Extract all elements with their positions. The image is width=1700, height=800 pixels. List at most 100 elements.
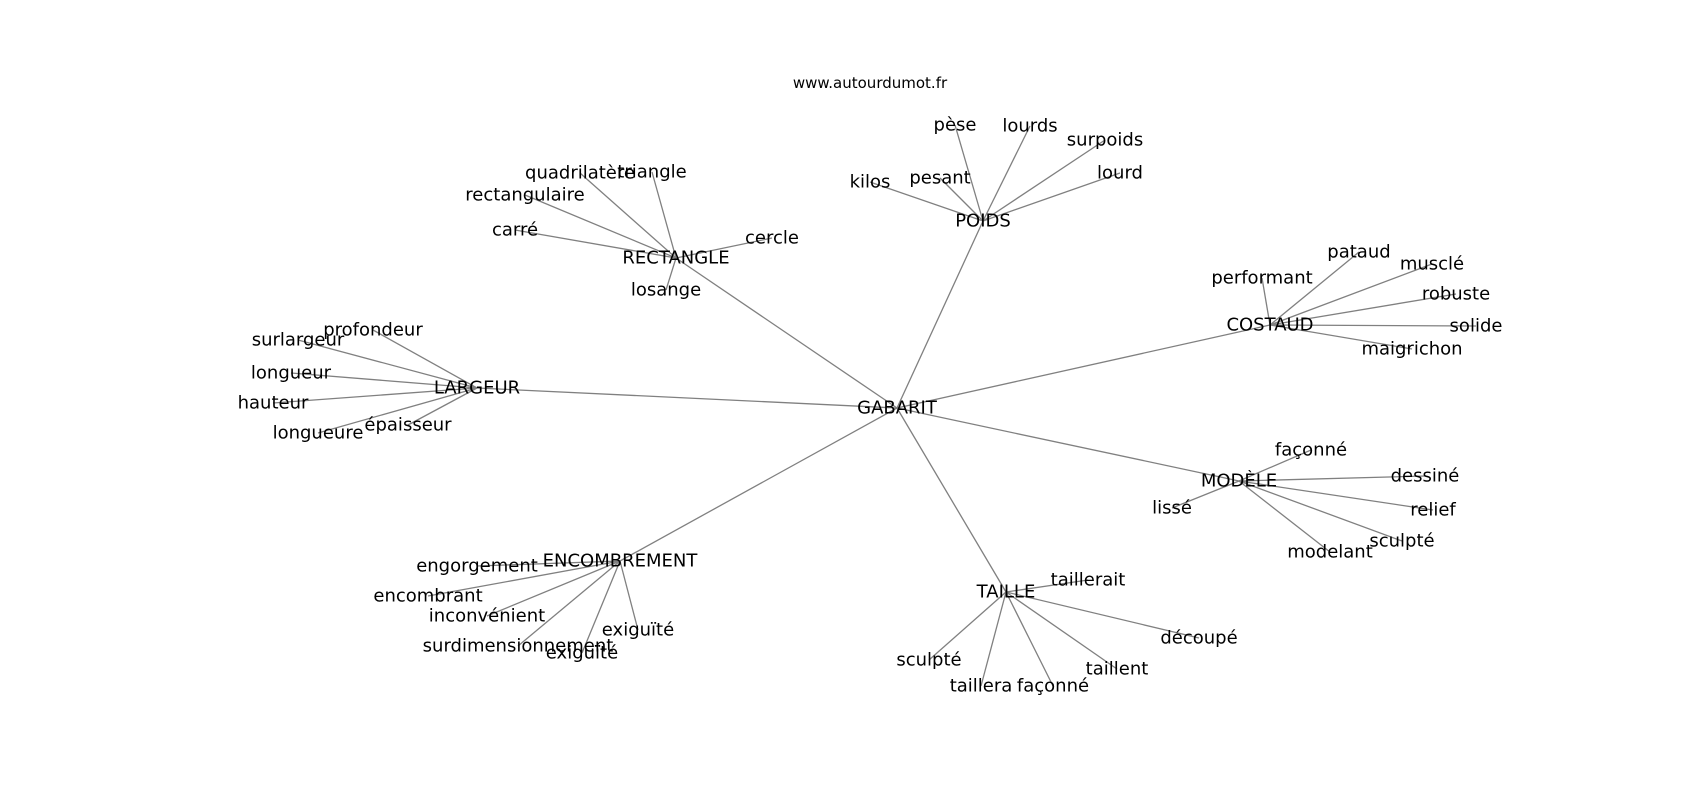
edge-poids-kilos (869, 181, 984, 222)
edge-poids-lourd (982, 172, 1121, 222)
node-leaf-lourd: lourd (1097, 163, 1143, 184)
edge-taille-taillera (980, 591, 1007, 687)
edge-modele-modelant (1238, 480, 1331, 553)
edge-center-encombrement (619, 407, 898, 562)
node-leaf-modelant: modelant (1287, 542, 1373, 563)
edge-modele-relief (1238, 480, 1434, 511)
edge-taille-sculpte (928, 591, 1007, 661)
edge-costaud-robuste (1269, 293, 1457, 326)
edge-taille-taillent (1005, 591, 1118, 670)
node-leaf-taillent: taillent (1086, 659, 1149, 680)
edge-encombrement-inconvenient (486, 560, 621, 617)
edge-rectangle-losange (665, 257, 677, 291)
edge-largeur-profondeur (372, 329, 478, 389)
edge-rectangle-rectangulaire (524, 194, 677, 259)
edge-center-costaud (896, 324, 1271, 409)
node-center-gabarit: GABARIT (857, 398, 938, 419)
source-watermark: www.autourdumot.fr (793, 74, 948, 92)
graph-nodes: GABARIT POIDS pèse lourds surpoids lourd pesan… (238, 115, 1503, 697)
edge-encombrement-surdimensionnement (517, 560, 621, 647)
node-leaf-carre: carré (492, 220, 538, 241)
node-hub-largeur: LARGEUR (434, 378, 520, 399)
edge-encombrement-exiguite (619, 560, 639, 631)
node-leaf-sculpte: sculpté (1369, 531, 1434, 552)
edge-largeur-longueur (290, 372, 478, 389)
edge-poids-surpoids (982, 139, 1106, 222)
node-leaf-losange: losange (631, 280, 701, 301)
node-leaf-triangle: triangle (617, 162, 686, 183)
node-leaf-decoupe: découpé (1160, 628, 1237, 649)
node-hub-modele: MODÈLE (1201, 470, 1277, 492)
edge-rectangle-carre (514, 229, 677, 259)
graph-edges (272, 124, 1477, 687)
edge-center-modele (896, 407, 1240, 482)
node-leaf-pataud: pataud (1327, 242, 1390, 263)
node-leaf-dessine: dessiné (1391, 466, 1460, 487)
node-leaf-exiguite: exiguïté (546, 643, 618, 664)
node-leaf-surlargeur: surlargeur (252, 330, 345, 351)
node-hub-rectangle: RECTANGLE (622, 248, 729, 269)
edge-poids-pesant (939, 177, 984, 222)
edge-center-largeur (476, 387, 898, 409)
edge-modele-faconne (1238, 449, 1312, 482)
node-leaf-performant: performant (1211, 268, 1312, 289)
node-leaf-engorgement: engorgement (416, 556, 538, 577)
edge-largeur-longueure (317, 387, 478, 434)
node-leaf-cercle: cercle (745, 228, 799, 249)
edge-taille-taillerait (1005, 579, 1089, 593)
node-leaf-exiguite: exiguïté (602, 620, 674, 641)
node-leaf-sculpte: sculpté (896, 650, 961, 671)
edge-center-rectangle (675, 257, 898, 409)
node-leaf-longueure: longueure (273, 423, 364, 444)
edge-costaud-pataud (1269, 251, 1360, 326)
node-leaf-pese: pèse (934, 115, 977, 136)
node-leaf-lisse: lissé (1152, 498, 1192, 519)
edge-largeur-surlargeur (297, 339, 478, 389)
edge-largeur-hauteur (272, 387, 478, 404)
edge-modele-sculpte (1238, 480, 1403, 542)
node-leaf-muscle: musclé (1400, 254, 1464, 275)
node-leaf-faconne: façonné (1275, 440, 1347, 461)
edge-encombrement-exiguite (581, 560, 621, 654)
edge-taille-decoupe (1005, 591, 1200, 639)
node-leaf-encombrant: encombrant (373, 586, 482, 607)
edge-encombrement-engorgement (476, 560, 621, 567)
edge-costaud-maigrichon (1269, 324, 1413, 350)
edge-largeur-epaisseur (407, 387, 478, 426)
node-leaf-relief: relief (1410, 500, 1456, 521)
node-leaf-faconne: façonné (1017, 676, 1089, 697)
node-leaf-robuste: robuste (1422, 284, 1490, 305)
node-leaf-taillerait: taillerait (1051, 570, 1126, 591)
node-hub-poids: POIDS (955, 211, 1011, 232)
edge-center-taille (896, 407, 1007, 593)
node-leaf-inconvenient: inconvénient (429, 606, 545, 627)
edge-poids-pese (954, 124, 984, 222)
node-leaf-surdimensionnement: surdimensionnement (423, 636, 614, 657)
edge-rectangle-triangle (651, 171, 677, 259)
node-leaf-solide: solide (1450, 316, 1503, 337)
edge-modele-dessine (1238, 475, 1426, 482)
node-leaf-hauteur: hauteur (238, 393, 309, 414)
node-leaf-taillera: taillera (950, 676, 1013, 697)
edge-costaud-performant (1261, 277, 1271, 326)
edge-costaud-muscle (1269, 263, 1433, 326)
edge-rectangle-quadrilatere (579, 172, 677, 259)
node-hub-taille: TAILLE (976, 582, 1036, 603)
node-leaf-kilos: kilos (850, 172, 891, 193)
edge-taille-faconne (1005, 591, 1054, 687)
node-leaf-longueur: longueur (251, 363, 332, 384)
node-leaf-surpoids: surpoids (1067, 130, 1143, 151)
node-leaf-maigrichon: maigrichon (1361, 339, 1462, 360)
node-leaf-lourds: lourds (1002, 116, 1057, 137)
edge-costaud-solide (1269, 324, 1477, 327)
node-leaf-epaisseur: épaisseur (364, 415, 452, 436)
edge-poids-lourds (982, 125, 1031, 222)
node-hub-encombrement: ENCOMBREMENT (543, 551, 699, 572)
edge-rectangle-cercle (675, 237, 773, 259)
node-leaf-pesant: pesant (909, 168, 970, 189)
node-leaf-quadrilatere: quadrilatère (525, 163, 635, 184)
edge-encombrement-encombrant (427, 560, 621, 597)
node-leaf-profondeur: profondeur (323, 320, 423, 341)
node-hub-costaud: COSTAUD (1226, 315, 1313, 336)
